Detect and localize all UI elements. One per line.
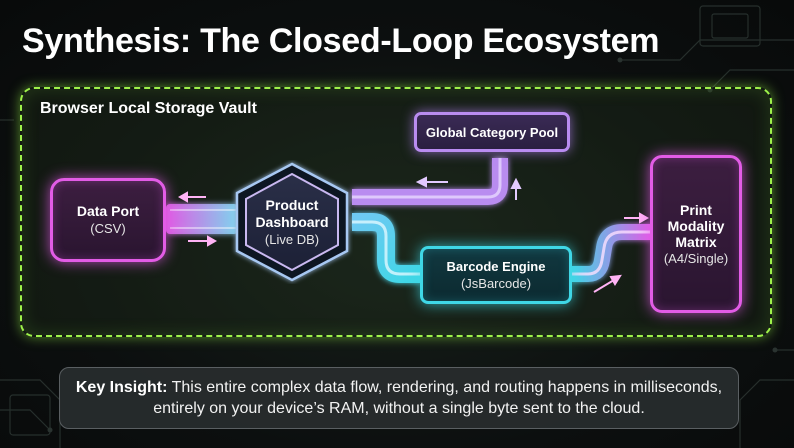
print-matrix-node: Print Modality Matrix (A4/Single) [650, 155, 742, 313]
dashboard-node: Product Dashboard (Live DB) [231, 160, 353, 284]
flow-port-dashboard [166, 204, 238, 234]
flow-dashboard-category [352, 158, 508, 205]
dashboard-title-line1: Product [265, 196, 319, 213]
page-title: Synthesis: The Closed-Loop Ecosystem [22, 22, 660, 60]
print-matrix-title-line2: Modality [667, 217, 725, 234]
flow-barcode-print [572, 224, 652, 282]
flow-dashboard-barcode [352, 213, 422, 283]
key-insight-text: Key Insight: This entire complex data fl… [70, 377, 728, 419]
data-port-subtitle: (CSV) [90, 221, 126, 236]
print-matrix-subtitle: (A4/Single) [663, 250, 729, 266]
dashboard-title-line2: Dashboard [255, 213, 329, 230]
barcode-engine-node: Barcode Engine (JsBarcode) [420, 246, 572, 304]
key-insight-body: This entire complex data flow, rendering… [153, 379, 723, 417]
print-matrix-title-line1: Print [680, 201, 712, 218]
key-insight-box: Key Insight: This entire complex data fl… [59, 367, 739, 429]
dashboard-subtitle: (Live DB) [264, 231, 320, 247]
print-matrix-title-line3: Matrix [675, 233, 717, 250]
category-pool-node: Global Category Pool [414, 112, 570, 152]
key-insight-label: Key Insight: [75, 379, 168, 396]
data-port-title: Data Port [76, 203, 140, 219]
data-port-node: Data Port (CSV) [50, 178, 166, 262]
storage-vault-label: Browser Local Storage Vault [40, 100, 257, 117]
barcode-engine-title: Barcode Engine [446, 259, 546, 274]
dashboard-hexagon [231, 160, 353, 284]
barcode-engine-subtitle: (JsBarcode) [460, 276, 532, 291]
category-pool-title: Global Category Pool [425, 124, 559, 140]
